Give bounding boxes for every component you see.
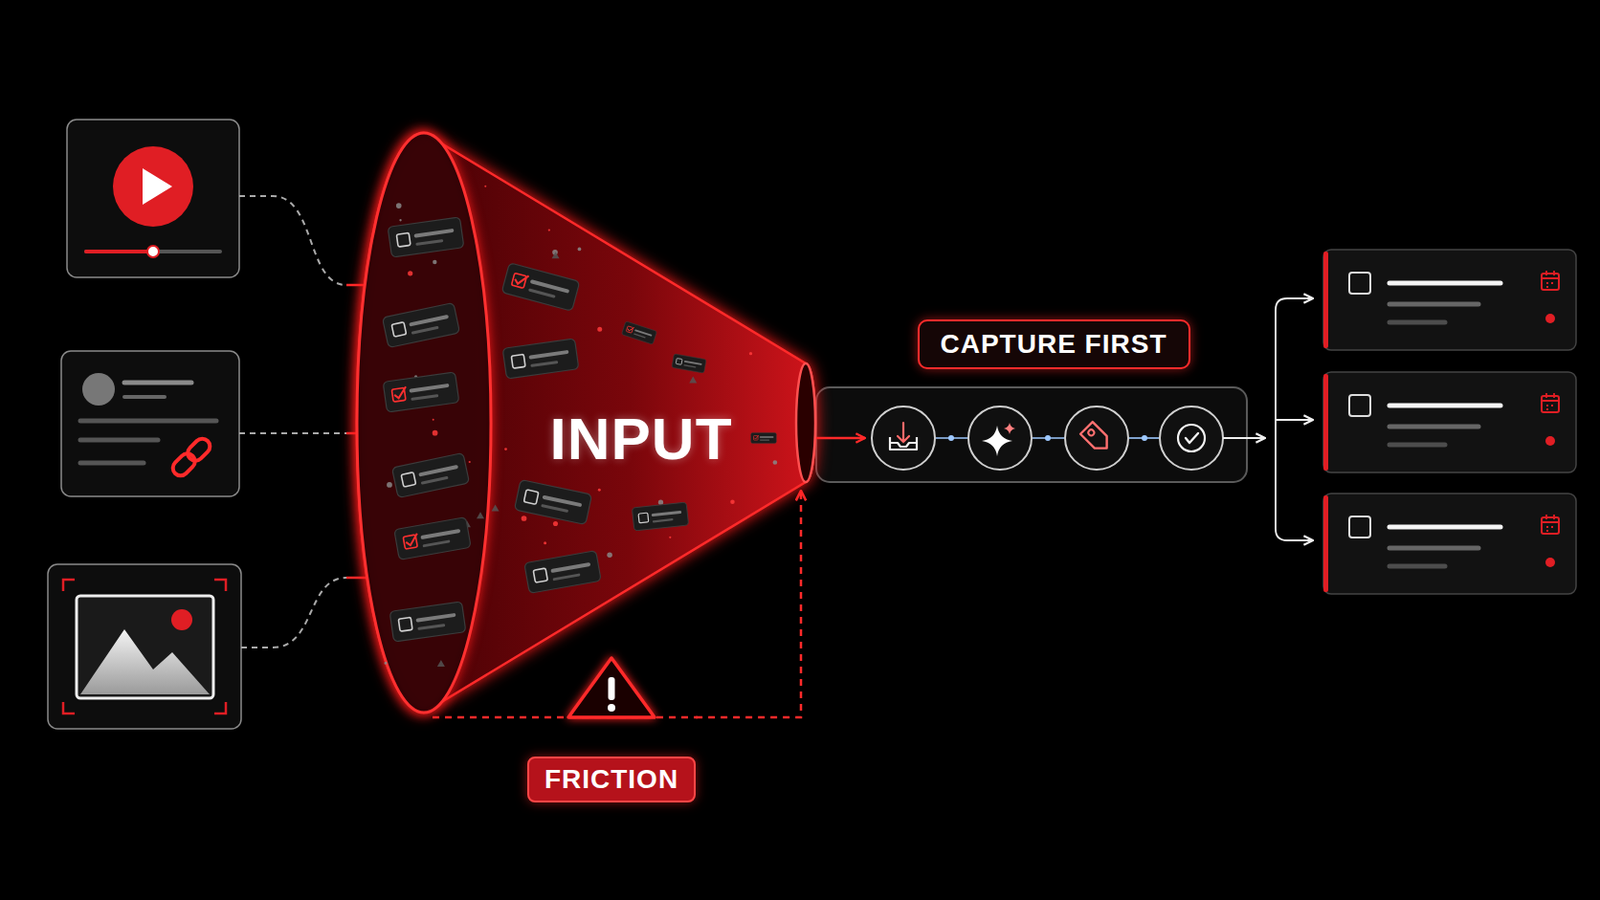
- link-post-card: [184, 435, 214, 465]
- task-card: [1389, 525, 1501, 531]
- pipeline-bar: [949, 436, 954, 441]
- source-dashed-line: [239, 196, 347, 286]
- video-source-card: [147, 245, 159, 258]
- task-card: [1349, 516, 1371, 538]
- task-card: [1541, 514, 1559, 532]
- enrich-icon: [968, 406, 1032, 470]
- task-card: [1349, 395, 1371, 417]
- capture-icon: [897, 422, 910, 443]
- pipeline-bar: [816, 387, 1247, 483]
- fan-out-bracket: [1275, 298, 1313, 541]
- link-post-card: [80, 438, 158, 444]
- link-post-card: [169, 435, 213, 479]
- source-dashed-line: [239, 432, 347, 435]
- link-post-card: [124, 380, 192, 386]
- friction-dashed-line: [432, 716, 698, 720]
- image-source-card: [76, 596, 214, 699]
- task-card: [1545, 557, 1556, 568]
- task-card: [1541, 396, 1559, 413]
- link-post-card: [61, 351, 240, 497]
- link-post-card: [169, 450, 199, 480]
- task-card: [1389, 302, 1479, 308]
- task-card: [1389, 320, 1445, 326]
- video-source-card: [86, 249, 154, 254]
- task-card: [1323, 249, 1577, 351]
- task-card: [1323, 493, 1577, 595]
- video-source-card: [112, 146, 194, 227]
- task-card: [1541, 270, 1559, 288]
- source-dashed-line: [241, 577, 347, 648]
- task-card: [1389, 564, 1445, 570]
- task-card: [1541, 514, 1559, 534]
- enrich-icon: [968, 406, 1032, 470]
- pipeline-bar: [1222, 437, 1266, 440]
- video-source-card: [66, 119, 240, 278]
- warning-triangle: [563, 650, 660, 724]
- tag-icon: [1080, 422, 1113, 455]
- task-card: [1323, 249, 1577, 351]
- image-source-card: [80, 629, 210, 695]
- task-card: [1541, 270, 1559, 290]
- task-card: [1323, 374, 1329, 471]
- capture-icon: [871, 406, 935, 470]
- task-card: [1389, 403, 1501, 409]
- image-source-card: [47, 564, 242, 730]
- task-card: [1389, 281, 1501, 287]
- pipeline-bar: [1045, 436, 1050, 441]
- task-card: [1389, 424, 1479, 430]
- funnel-node: INPUT: [356, 124, 817, 723]
- task-card: [1389, 546, 1479, 552]
- link-post-card: [124, 395, 165, 400]
- capture-icon: [871, 406, 935, 470]
- node-label: INPUT: [550, 404, 734, 473]
- task-card: [1323, 493, 1577, 595]
- node-label: FRICTION: [527, 756, 696, 803]
- task-card: [1323, 251, 1329, 349]
- tag-icon: [1080, 422, 1113, 455]
- friction-pill: FRICTION: [527, 650, 696, 803]
- image-source-card: [47, 564, 242, 730]
- pipeline-bar: [815, 437, 866, 441]
- task-card: [1541, 393, 1559, 410]
- done-icon: [1185, 433, 1199, 444]
- node-label: CAPTURE FIRST: [940, 329, 1168, 360]
- tag-icon: [1065, 406, 1129, 470]
- task-card: [1545, 436, 1556, 446]
- enrich-icon: [1003, 422, 1016, 435]
- fan-out-bracket: [1275, 298, 1313, 311]
- source-dashed-line: [239, 196, 347, 648]
- link-post-card: [80, 419, 217, 424]
- task-card: [1323, 495, 1329, 593]
- link-post-card: [82, 373, 115, 406]
- task-card: [1541, 517, 1559, 534]
- done-icon: [1177, 424, 1205, 452]
- task-card: [1541, 393, 1559, 413]
- link-post-card: [61, 351, 240, 497]
- done-icon: [1159, 406, 1223, 470]
- tag-icon: [1065, 406, 1129, 470]
- task-card: [1349, 272, 1371, 294]
- pipeline-bar: [815, 387, 1266, 483]
- video-source-card: [142, 168, 173, 205]
- label-pill: CAPTURE FIRST: [917, 319, 1191, 370]
- task-card: [1541, 273, 1559, 290]
- link-post-card: [80, 461, 144, 467]
- pipeline-bar: [1142, 436, 1147, 441]
- task-cards: [1323, 249, 1577, 595]
- image-source-card: [171, 609, 193, 631]
- done-icon: [1159, 406, 1223, 470]
- fan-out-bracket: [1275, 529, 1313, 541]
- tag-icon: [1087, 428, 1095, 437]
- image-source-card: [63, 579, 226, 714]
- task-card: [1323, 372, 1577, 473]
- task-card: [1545, 313, 1556, 324]
- task-card: [1323, 372, 1577, 473]
- fan-out-bracket: [1275, 419, 1313, 422]
- video-source-card: [66, 119, 240, 278]
- task-card: [1389, 443, 1445, 448]
